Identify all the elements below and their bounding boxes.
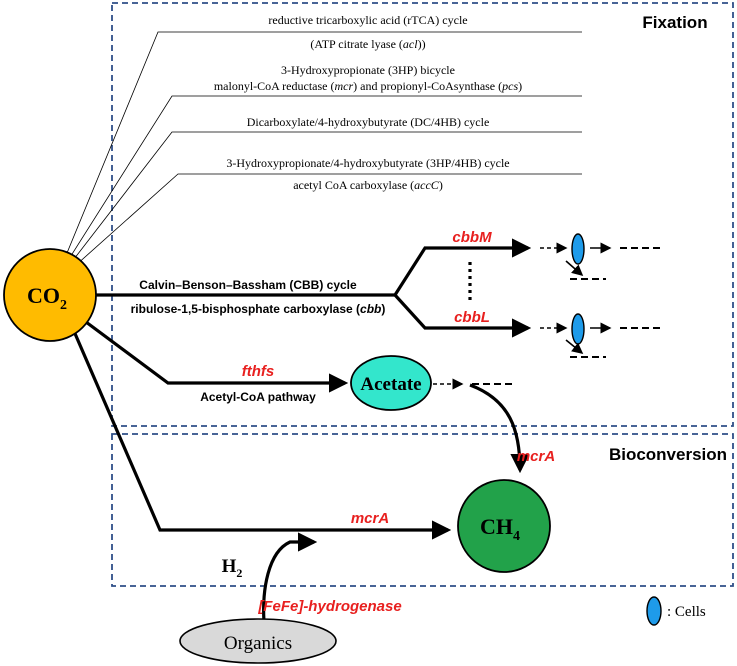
pathway-line: reductive tricarboxylic acid (rTCA) cycl… [268,13,467,27]
pathway-line-segment: 3-Hydroxypropionate/4-hydroxybutyrate (3… [226,156,509,170]
co2-to-ch4-arrow [68,321,452,540]
gene-fthfs: fthfs [242,363,275,380]
pathway-line-segment: ) [518,79,522,93]
gene-fefe-hydrogenase: [FeFe]-hydrogenase [257,598,401,615]
pathway-line-segment: accC [414,178,440,192]
acetate-label: Acetate [360,374,421,395]
fan-line-dc4hb [63,131,582,273]
pathway-line-segment: ) and propionyl-CoAsynthase ( [353,79,502,93]
pathway-line: 3-Hydroxypropionate (3HP) bicycle [281,63,455,77]
co2-node: CO2 [3,248,97,342]
cbb-branch [94,238,532,338]
pathway-line: acetyl CoA carboxylase (accC) [293,178,443,192]
pathway-line: malonyl-CoA reductase (mcr) and propiony… [214,79,522,93]
gene-mcra-acetate: mcrA [517,448,555,465]
pathway-line-segment: malonyl-CoA reductase ( [214,79,335,93]
pathway-line-segment: )) [418,37,426,51]
bioconversion-box [111,433,734,587]
pathway-line-segment: pcs [501,79,518,93]
cell-icon [571,233,585,265]
pathway-line-segment: (ATP citrate lyase ( [310,37,403,51]
fan-line-3hp4hb [65,173,582,275]
organics-to-h2-arrow [262,532,318,623]
fan-line-3hp [61,95,582,271]
cell-icon [571,313,585,345]
pathway-line-segment: Dicarboxylate/4-hydroxybutyrate (DC/4HB)… [247,115,490,129]
cell-cascade-top [540,233,660,280]
ch4-label: CH4 [480,514,520,544]
gene-cbbl: cbbL [454,309,490,326]
gene-cbbm: cbbM [452,229,492,246]
cbb-enzyme: ribulose-1,5-bisphosphate carboxylase (c… [131,302,386,316]
h2-label: H2 [222,556,243,580]
pathway-line: 3-Hydroxypropionate/4-hydroxybutyrate (3… [226,156,509,170]
legend-cell-icon [646,596,662,626]
acetyl-coa-pathway-label: Acetyl-CoA pathway [200,390,316,404]
fan-line-rtca [59,31,582,271]
organics-node: Organics [179,618,337,664]
ch4-node: CH4 [457,479,551,573]
cbb-branch-down [393,293,532,338]
pathway-line-segment: ) [439,178,443,192]
legend-cells-label: : Cells [667,604,706,620]
cbb-enzyme-segment: ) [381,302,385,316]
pathway-line: Dicarboxylate/4-hydroxybutyrate (DC/4HB)… [247,115,490,129]
organics-label: Organics [224,633,292,654]
pathway-line: (ATP citrate lyase (acl)) [310,37,425,51]
cbb-enzyme-segment: cbb [360,302,381,316]
cell-cascade-bottom [540,313,660,358]
cbb-enzyme-segment: ribulose-1,5-bisphosphate carboxylase ( [131,302,360,316]
pathway-line-segment: acl [403,37,418,51]
pathway-line-segment: mcr [334,79,353,93]
legend: : Cells [646,596,706,626]
pathway-line-segment: acetyl CoA carboxylase ( [293,178,414,192]
cbb-branch-up [393,238,532,296]
pathway-text-list: reductive tricarboxylic acid (rTCA) cycl… [214,13,522,192]
fixation-label: Fixation [642,13,707,32]
gene-mcra-direct: mcrA [351,510,389,527]
pathway-line-segment: 3-Hydroxypropionate (3HP) bicycle [281,63,455,77]
pathway-fan-lines [59,31,582,275]
co2-label: CO2 [27,283,67,313]
pathway-line-segment: reductive tricarboxylic acid (rTCA) cycl… [268,13,467,27]
fixation-box [111,2,734,427]
acetate-node: Acetate [350,355,432,411]
acetate-to-ch4-arrow [469,383,530,474]
acetyl-coa-arrow [85,320,349,393]
bioconversion-label: Bioconversion [609,445,727,464]
cbb-title: Calvin–Benson–Bassham (CBB) cycle [139,278,357,292]
